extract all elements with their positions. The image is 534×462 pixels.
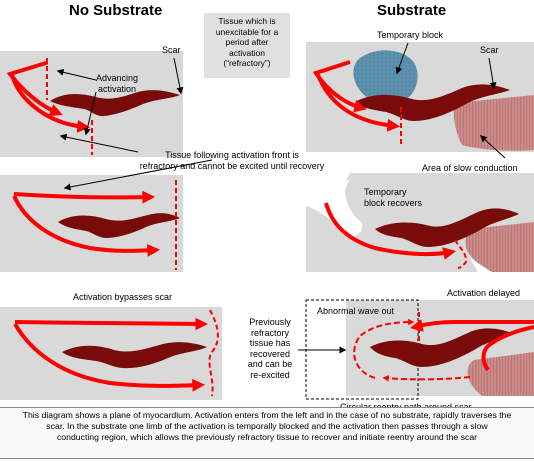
panel-left-3 (0, 307, 222, 400)
callout-line (395, 42, 409, 75)
panel-right-2 (306, 173, 534, 272)
temporary-block (353, 50, 418, 104)
legend-line: period after (225, 37, 269, 47)
activation-arrow (14, 317, 209, 331)
label-temporary-block: Temporary block (377, 30, 444, 40)
heading-substrate: Substrate (377, 2, 447, 19)
panel-right-1 (306, 42, 534, 159)
legend-line: Tissue which is (218, 16, 276, 26)
activation-arrow (316, 74, 401, 132)
label-scar-right: Scar (480, 45, 499, 55)
scar-shape (58, 213, 180, 238)
scar-shape (370, 328, 514, 367)
activation-arrow (312, 60, 367, 113)
label-advancing-activation: Advancing activation (96, 73, 139, 94)
panel-left-1 (0, 51, 184, 157)
activation-arrow (409, 319, 534, 332)
label-scar-left: Scar (162, 45, 181, 55)
scar-shape (50, 90, 180, 117)
reentry-arrow (382, 375, 471, 382)
callout-line (59, 133, 139, 153)
caption-line: scar. In the substrate one limb of the a… (46, 421, 488, 431)
callout-line (173, 57, 184, 95)
caption-line: conducting region, which allows the prev… (56, 432, 478, 442)
activation-arrow (12, 195, 161, 257)
activation-arrow (13, 322, 206, 392)
callout-line (488, 57, 497, 90)
legend-line: unexcitable for a (215, 26, 279, 37)
legend-line: (“refractory”) (223, 58, 271, 68)
callout-line (63, 159, 213, 191)
activation-front (454, 239, 468, 269)
activation-arrow (481, 325, 534, 372)
panel-left-2 (0, 133, 213, 272)
activation-arrow (13, 190, 156, 204)
label-tissue-following: Tissue following activation front is ref… (139, 150, 325, 171)
label-activation-bypasses: Activation bypasses scar (73, 292, 173, 302)
caption: This diagram shows a plane of myocardium… (0, 407, 534, 459)
label-abnormal-wave: Abnormal wave out (317, 306, 395, 316)
activation-arrow (6, 61, 63, 116)
legend-line: activation (229, 47, 265, 58)
caption-line: This diagram shows a plane of myocardium… (22, 410, 512, 420)
slow-conduction-area (465, 222, 534, 272)
label-slow-conduction: Area of slow conduction (422, 163, 518, 173)
label-activation-delayed: Activation delayed (447, 288, 521, 298)
scar-shape (355, 84, 510, 121)
activation-arrow (10, 74, 91, 133)
activation-arrow (324, 202, 457, 260)
label-temporary-block-recovers: Temporary block recovers (364, 187, 423, 208)
callout-line (479, 135, 506, 159)
refractory-legend-box: Tissue which is unexcitable for a period… (204, 13, 290, 78)
heading-no-substrate: No Substrate (69, 2, 163, 19)
scar-shape (62, 342, 207, 369)
scar-shape (375, 208, 519, 247)
callout-line (56, 68, 97, 81)
activation-front (208, 309, 219, 397)
label-previously-refractory: Previously refractory tissue has recover… (247, 317, 293, 380)
panel-right-3 (298, 299, 534, 400)
callout-line (83, 91, 97, 136)
slow-conduction-area (453, 95, 534, 151)
